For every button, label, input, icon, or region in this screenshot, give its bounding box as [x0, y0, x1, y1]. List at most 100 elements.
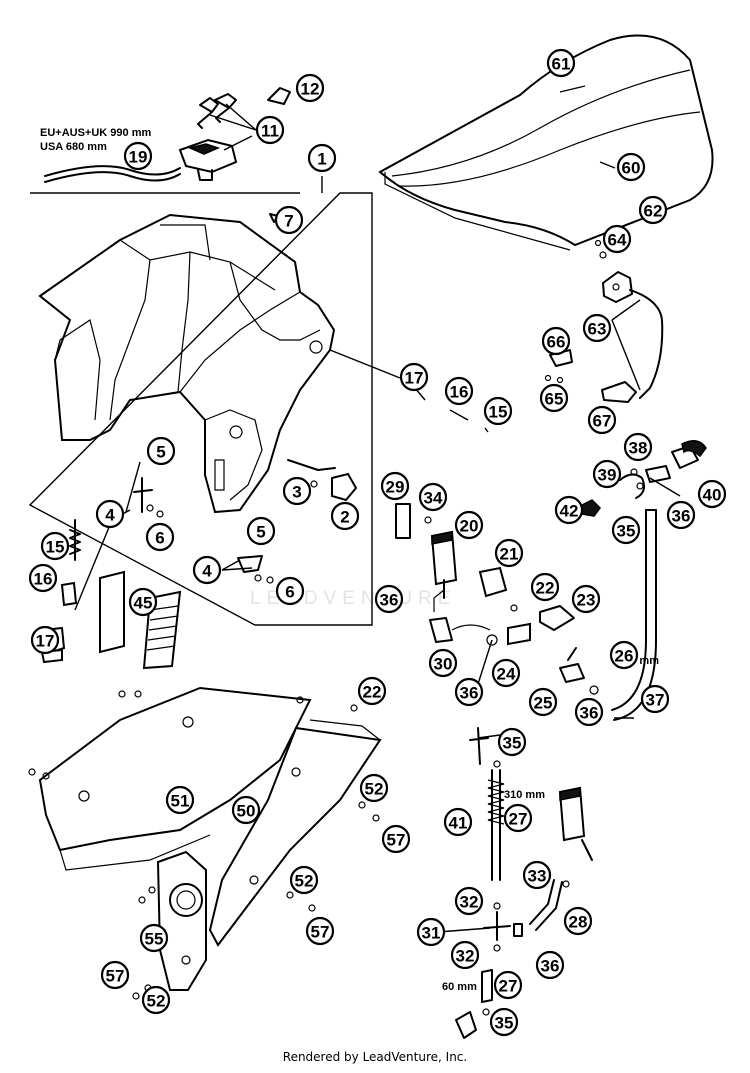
callout-c21[interactable]: 21	[494, 538, 524, 568]
callout-circle	[563, 906, 593, 936]
callout-c60[interactable]: 60	[616, 152, 646, 182]
callout-circle	[640, 684, 670, 714]
callout-c15b[interactable]: 15	[483, 396, 513, 426]
callout-c28[interactable]: 28	[563, 906, 593, 936]
callout-c23[interactable]: 23	[571, 584, 601, 614]
callout-c41[interactable]: 41	[443, 807, 473, 837]
callout-label: 66	[547, 333, 566, 352]
callout-c25[interactable]: 25	[528, 687, 558, 717]
callout-label: 36	[672, 507, 691, 526]
callout-circle	[28, 563, 58, 593]
callout-c36b[interactable]: 36	[454, 677, 484, 707]
callout-c12[interactable]: 12	[295, 73, 325, 103]
callout-c22a[interactable]: 22	[530, 572, 560, 602]
callout-label: 30	[434, 655, 453, 674]
callout-c39[interactable]: 39	[592, 459, 622, 489]
callout-c16b[interactable]: 16	[444, 376, 474, 406]
callout-c5b[interactable]: 5	[246, 516, 276, 546]
callout-label: 52	[147, 992, 166, 1011]
callout-c51[interactable]: 51	[165, 785, 195, 815]
callout-c35b[interactable]: 35	[611, 515, 641, 545]
callout-c11[interactable]: 11	[255, 115, 285, 145]
callout-c63[interactable]: 63	[582, 313, 612, 343]
callout-circle	[141, 985, 171, 1015]
callout-c4b[interactable]: 4	[192, 555, 222, 585]
callout-label: 1	[317, 150, 326, 169]
fuel-tap-assembly-drawing	[395, 503, 575, 646]
callout-circle	[399, 362, 429, 392]
callout-c52c[interactable]: 52	[141, 985, 171, 1015]
callout-label: 64	[608, 231, 627, 250]
callout-label: 45	[134, 594, 153, 613]
callout-c52b[interactable]: 52	[289, 865, 319, 895]
callout-c29[interactable]: 29	[380, 471, 410, 501]
callout-c61[interactable]: 61	[546, 48, 576, 78]
callout-c57c[interactable]: 57	[100, 960, 130, 990]
callout-c64[interactable]: 64	[602, 224, 632, 254]
callout-c33[interactable]: 33	[522, 860, 552, 890]
callout-c27b[interactable]: 27	[493, 970, 523, 1000]
secondary-tap-drawing	[513, 786, 593, 937]
callout-c32b[interactable]: 32	[450, 940, 480, 970]
callout-c17b[interactable]: 17	[399, 362, 429, 392]
callout-c65[interactable]: 65	[539, 383, 569, 413]
callout-c19[interactable]: 19	[123, 141, 153, 171]
callout-c34[interactable]: 34	[418, 482, 448, 512]
callout-c57a[interactable]: 57	[381, 824, 411, 854]
callout-c36e[interactable]: 36	[535, 950, 565, 980]
callout-c26[interactable]: 26	[609, 640, 639, 670]
breather-valve-drawing	[579, 440, 707, 517]
callout-c37[interactable]: 37	[640, 684, 670, 714]
callout-circle	[255, 115, 285, 145]
callout-label: 38	[629, 439, 648, 458]
callout-c6b[interactable]: 6	[275, 576, 305, 606]
callout-circle	[95, 499, 125, 529]
callout-c3[interactable]: 3	[282, 476, 312, 506]
callout-label: 23	[577, 591, 596, 610]
callout-c40[interactable]: 40	[697, 479, 727, 509]
callout-label: 32	[456, 947, 475, 966]
callout-c66[interactable]: 66	[541, 326, 571, 356]
callout-c6a[interactable]: 6	[145, 522, 175, 552]
callout-c16a[interactable]: 16	[28, 563, 58, 593]
callout-label: 57	[387, 831, 406, 850]
callout-c2[interactable]: 2	[330, 501, 360, 531]
callout-circle	[497, 727, 527, 757]
callout-c36a[interactable]: 36	[374, 584, 404, 614]
callout-c4a[interactable]: 4	[95, 499, 125, 529]
callout-c24[interactable]: 24	[491, 658, 521, 688]
callout-label: 65	[545, 390, 564, 409]
callout-c31[interactable]: 31	[416, 917, 446, 947]
callout-label: 51	[171, 792, 190, 811]
callout-c62[interactable]: 62	[638, 195, 668, 225]
callout-circle	[128, 587, 158, 617]
callout-c15a[interactable]: 15	[40, 531, 70, 561]
callout-circle	[100, 960, 130, 990]
callout-label: 2	[340, 508, 349, 527]
callout-c55[interactable]: 55	[139, 923, 169, 953]
callout-c7[interactable]: 7	[274, 205, 304, 235]
callout-c38[interactable]: 38	[623, 432, 653, 462]
callout-c45[interactable]: 45	[128, 587, 158, 617]
callout-c42[interactable]: 42	[554, 495, 584, 525]
callout-c52a[interactable]: 52	[359, 773, 389, 803]
callout-label: 57	[311, 923, 330, 942]
callout-c36c[interactable]: 36	[574, 697, 604, 727]
callout-c17a[interactable]: 17	[30, 625, 60, 655]
callout-c27a[interactable]: 27	[503, 803, 533, 833]
callout-c22b[interactable]: 22	[357, 676, 387, 706]
callout-c35c[interactable]: 35	[489, 1007, 519, 1037]
callout-c67[interactable]: 67	[587, 405, 617, 435]
callout-c32a[interactable]: 32	[454, 886, 484, 916]
callout-c5a[interactable]: 5	[146, 436, 176, 466]
callout-c57b[interactable]: 57	[305, 916, 335, 946]
note-hose-length-eu: EU+AUS+UK 990 mm	[40, 127, 151, 139]
callout-c50[interactable]: 50	[231, 795, 261, 825]
callout-c36d[interactable]: 36	[666, 500, 696, 530]
callout-c1[interactable]: 1	[307, 143, 337, 173]
callout-c30[interactable]: 30	[428, 648, 458, 678]
callout-label: 6	[285, 583, 294, 602]
callout-c35a[interactable]: 35	[497, 727, 527, 757]
callout-c20[interactable]: 20	[454, 510, 484, 540]
